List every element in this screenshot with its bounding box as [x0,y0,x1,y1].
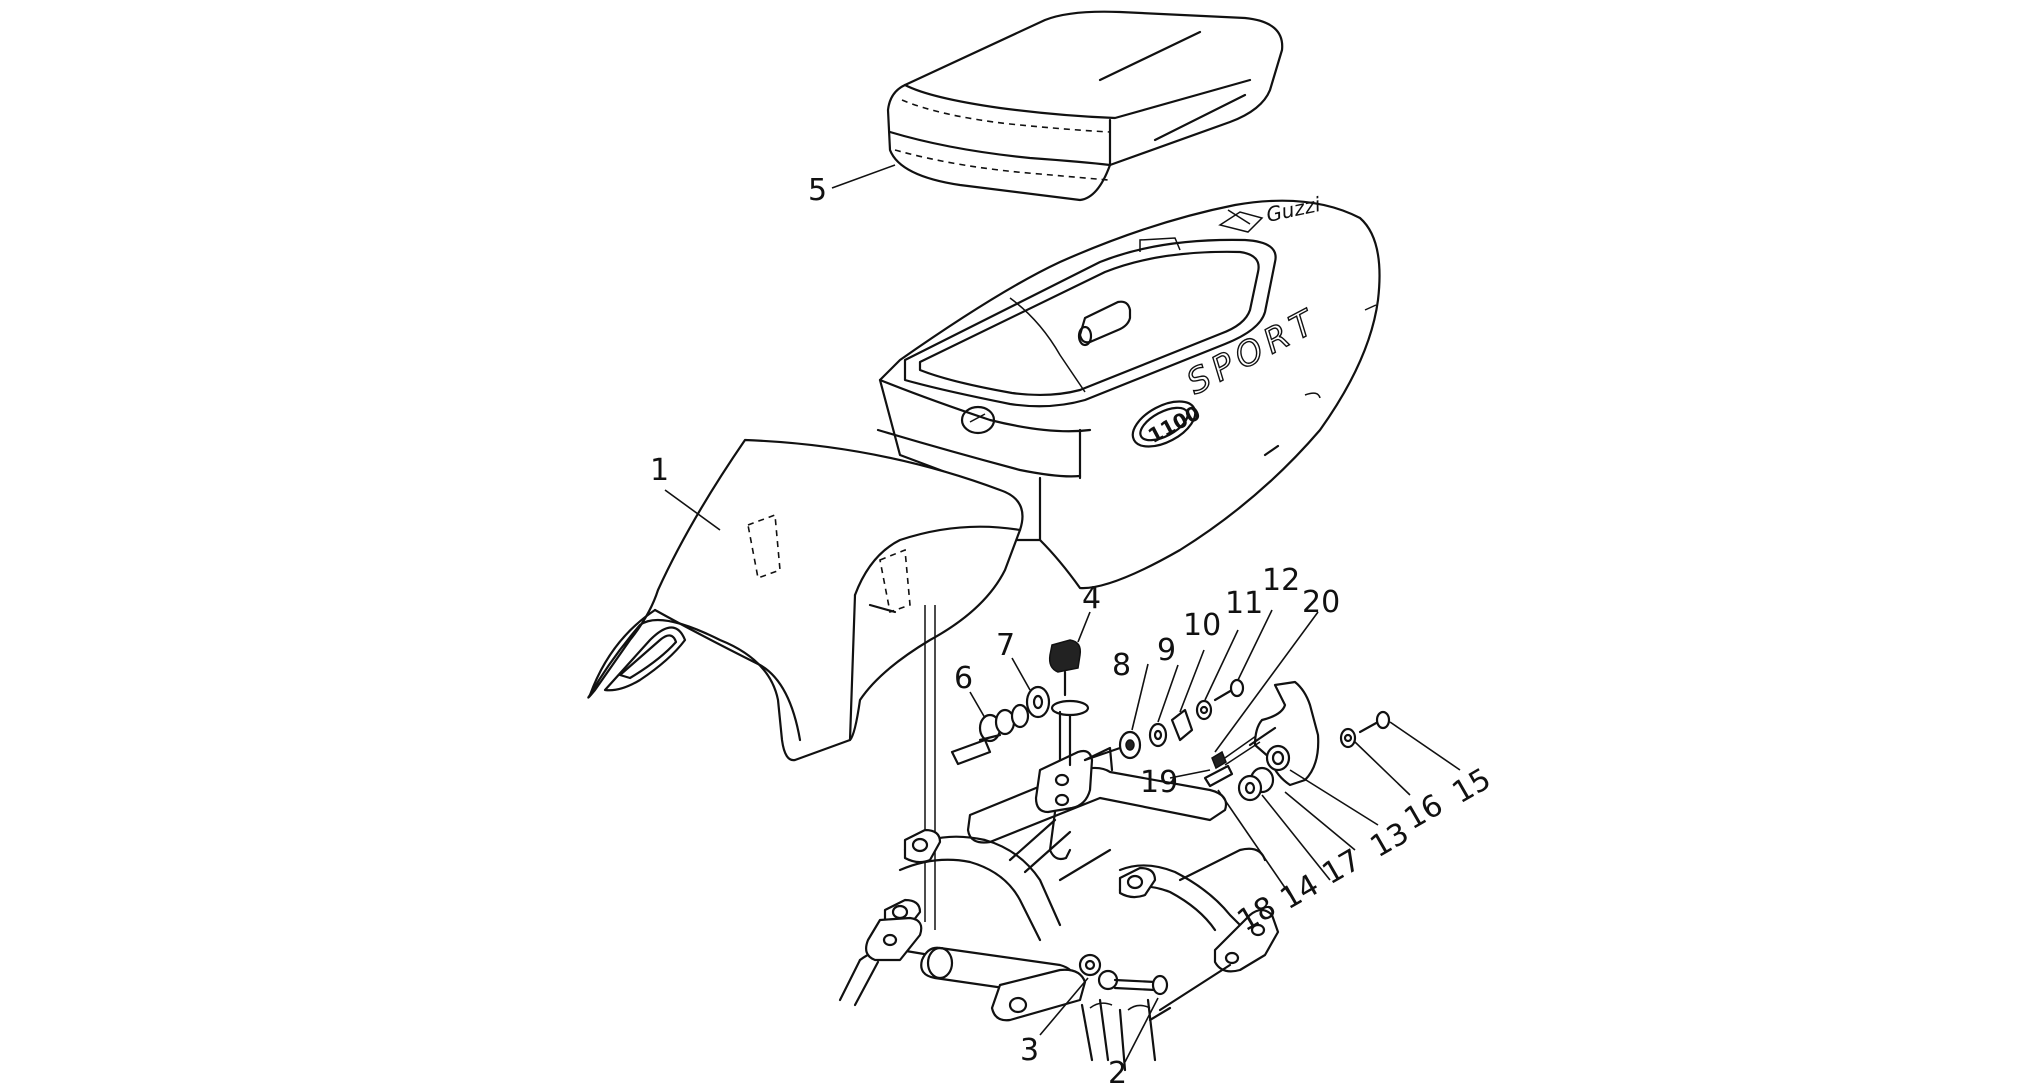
part-9-spacer [1148,722,1168,748]
callout-7: 7 [996,628,1015,663]
part-7-bushing [1025,685,1051,719]
callout-17: 17 [1317,843,1368,892]
part-8-washer [1083,730,1142,762]
part-15-screw [1358,710,1391,734]
callout-6: 6 [954,661,973,696]
passenger-seat-pad [886,10,1284,202]
part-11-nut [1195,699,1213,721]
callout-19: 19 [1140,765,1178,800]
callout-12: 12 [1262,563,1300,598]
callout-14: 14 [1275,868,1326,917]
callout-8: 8 [1112,648,1131,683]
leader-lines [664,164,1461,1063]
callout-5: 5 [808,173,827,208]
latch-plate [1221,680,1320,787]
part-10-clip [1170,708,1194,742]
part-14-roller [1237,766,1275,802]
part-4-knob [1048,639,1090,767]
part-12-screw [1213,678,1245,702]
callout-10: 10 [1183,608,1221,643]
callout-1: 1 [650,453,669,488]
callout-20: 20 [1302,585,1340,620]
callouts: 1 2 3 4 5 6 7 8 9 10 11 12 13 14 15 16 1… [650,173,1498,1091]
callout-15: 15 [1447,762,1498,811]
callout-16: 16 [1399,788,1450,837]
callout-11: 11 [1225,586,1263,621]
part-19-bolt [1203,750,1234,788]
part-2-bolt [1113,974,1169,996]
callout-2: 2 [1108,1056,1127,1086]
rider-seat [587,438,1024,762]
callout-3: 3 [1020,1033,1039,1068]
callout-4: 4 [1082,581,1101,616]
seat-subframe [838,605,1280,1072]
callout-9: 9 [1157,633,1176,668]
part-16-washer [1339,727,1357,749]
part-3-washer [1078,953,1119,991]
part-6-lock-cylinder [950,703,1030,766]
